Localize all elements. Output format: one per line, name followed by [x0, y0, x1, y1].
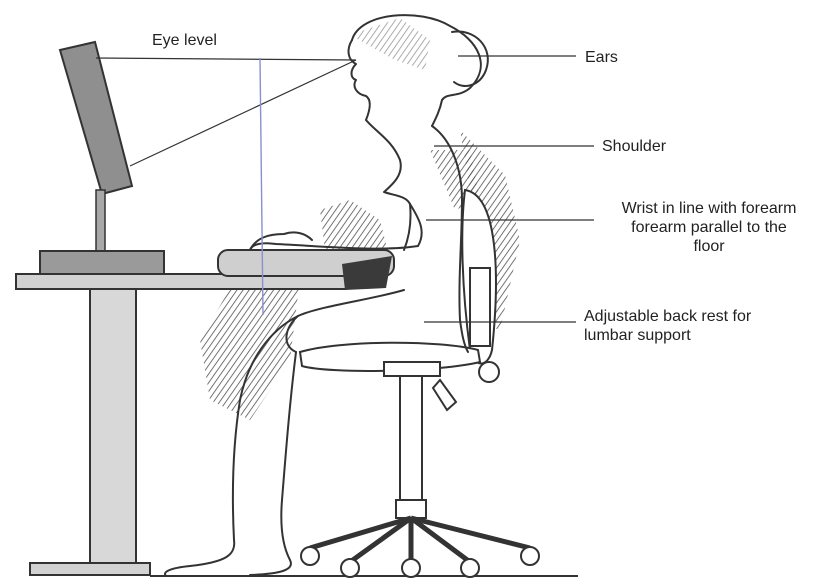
chair-caster: [402, 559, 420, 577]
lumbar-support: [470, 268, 490, 346]
sight-line: [130, 60, 356, 166]
back-rest-label-line: Adjustable back rest for: [584, 307, 751, 326]
chair-mechanism: [384, 362, 440, 376]
wrist-label-line: Wrist in line with forearm: [601, 199, 817, 218]
chair-legs: [310, 518, 530, 562]
eye-level-line: [96, 58, 356, 60]
monitor-screen: [60, 42, 132, 194]
monitor-stand: [96, 190, 105, 252]
hand: [250, 232, 312, 250]
face: [349, 40, 370, 120]
chair-caster: [341, 559, 359, 577]
chair-knob-right: [479, 362, 499, 382]
desk: [16, 274, 346, 575]
wrist-label-line: floor: [601, 237, 817, 256]
neck: [432, 100, 442, 126]
shoulder-label: Shoulder: [602, 137, 666, 156]
desk-leg: [90, 289, 136, 565]
desk-foot: [30, 563, 150, 575]
ears-label: Ears: [585, 48, 618, 67]
chair-column-joint: [396, 500, 426, 518]
chair-lever: [433, 380, 456, 410]
back-rest-label-line: lumbar support: [584, 326, 751, 345]
monitor-base: [40, 251, 164, 275]
wrist-label: Wrist in line with forearm forearm paral…: [601, 199, 817, 256]
chair-caster: [301, 547, 319, 565]
chair-caster: [521, 547, 539, 565]
seated-person: [165, 15, 488, 576]
back-rest-label: Adjustable back rest for lumbar support: [584, 307, 751, 345]
wrist-label-line: forearm parallel to the: [601, 218, 817, 237]
chair-caster: [461, 559, 479, 577]
eye-level-label: Eye level: [152, 31, 217, 50]
chair-column: [400, 376, 422, 502]
